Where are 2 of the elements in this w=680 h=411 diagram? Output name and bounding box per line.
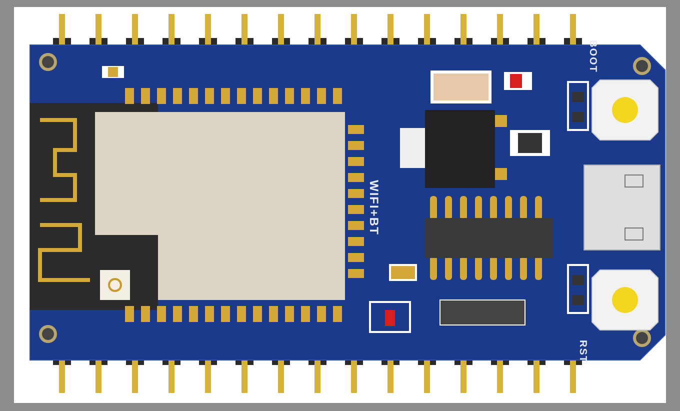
- silkscreen-label: RST: [577, 340, 587, 363]
- silkscreen-label: WIFI+BT: [368, 180, 380, 236]
